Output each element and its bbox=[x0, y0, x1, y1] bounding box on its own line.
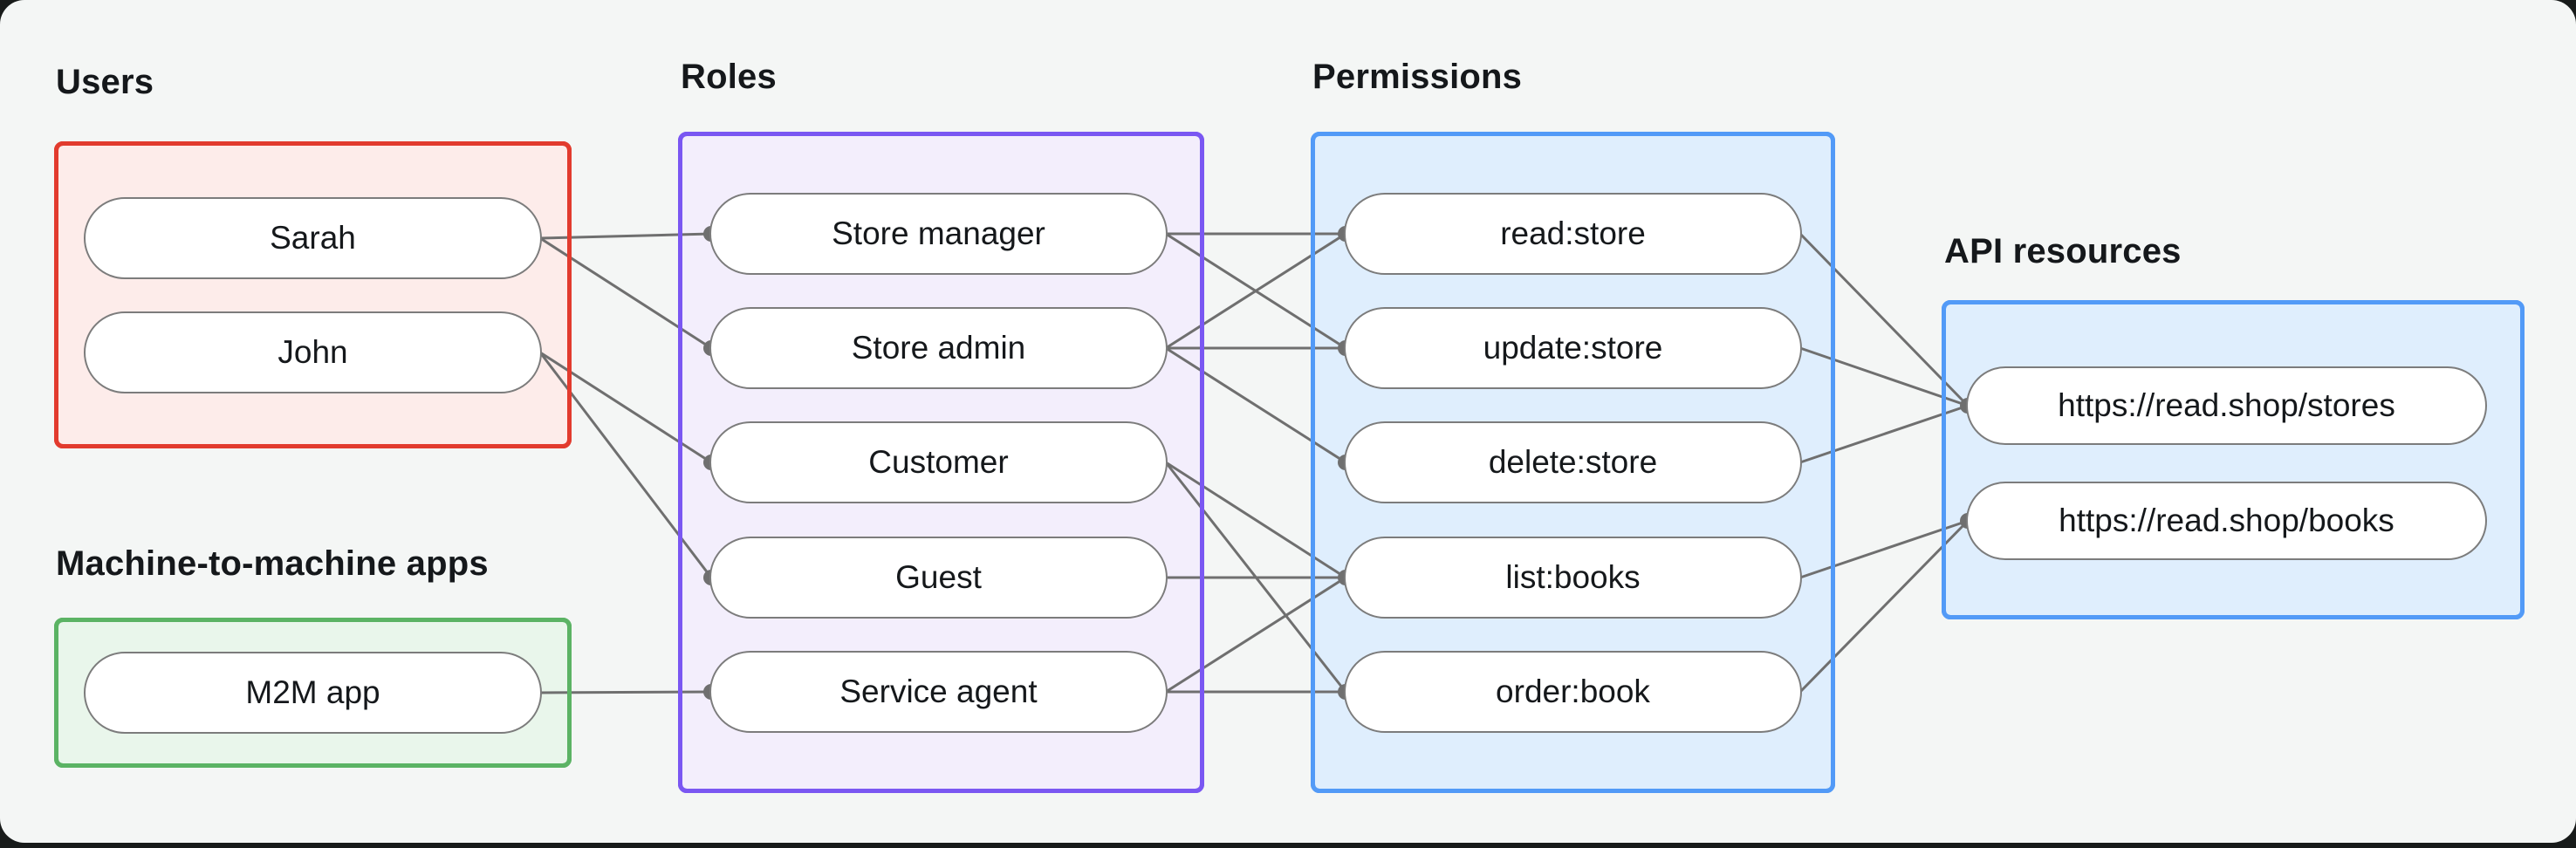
group-box-border-api bbox=[1942, 300, 2525, 619]
node-api-stores: https://read.shop/stores bbox=[1966, 366, 2487, 445]
node-list-books: list:books bbox=[1344, 537, 1802, 619]
edge-list-books-api-books bbox=[1799, 519, 1969, 579]
node-update-store: update:store bbox=[1344, 307, 1802, 389]
group-box-border-m2m bbox=[54, 618, 572, 768]
node-store-manager: Store manager bbox=[709, 193, 1168, 275]
edge-update-store-api-stores bbox=[1799, 346, 1969, 407]
node-api-books: https://read.shop/books bbox=[1966, 482, 2487, 560]
edge-delete-store-api-stores bbox=[1799, 404, 1969, 464]
group-box-users bbox=[54, 141, 572, 448]
node-guest: Guest bbox=[709, 537, 1168, 619]
edge-order-book-api-books bbox=[1798, 519, 1970, 694]
edge-service-agent-list-books bbox=[1165, 576, 1346, 694]
group-label-roles: Roles bbox=[681, 58, 777, 96]
node-service-agent: Service agent bbox=[709, 651, 1168, 733]
group-label-api: API resources bbox=[1944, 232, 2182, 270]
edge-read-store-api-stores bbox=[1798, 232, 1970, 407]
node-store-admin: Store admin bbox=[709, 307, 1168, 389]
edge-customer-list-books bbox=[1165, 461, 1346, 579]
group-box-border-permissions bbox=[1311, 132, 1835, 793]
node-m2m-app: M2M app bbox=[84, 652, 542, 734]
group-label-m2m: Machine-to-machine apps bbox=[56, 544, 489, 583]
group-box-border-users bbox=[54, 141, 572, 448]
node-john: John bbox=[84, 311, 542, 393]
node-sarah: Sarah bbox=[84, 197, 542, 279]
node-order-book: order:book bbox=[1344, 651, 1802, 733]
node-delete-store: delete:store bbox=[1344, 421, 1802, 503]
edge-store-admin-read-store bbox=[1165, 232, 1346, 350]
group-box-border-roles bbox=[678, 132, 1204, 793]
group-label-permissions: Permissions bbox=[1312, 58, 1523, 96]
node-customer: Customer bbox=[709, 421, 1168, 503]
node-read-store: read:store bbox=[1344, 193, 1802, 275]
edge-store-admin-delete-store bbox=[1165, 346, 1346, 464]
group-label-users: Users bbox=[56, 63, 154, 101]
